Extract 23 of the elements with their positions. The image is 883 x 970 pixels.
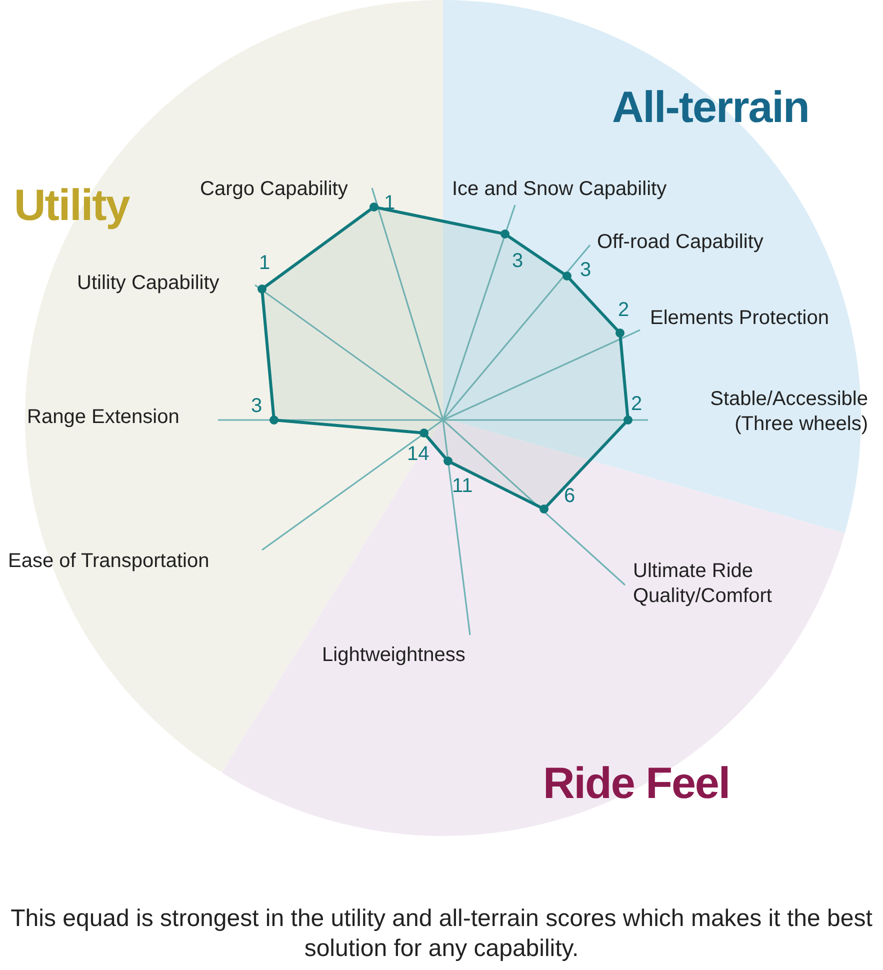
axis-label: Cargo Capability — [200, 177, 348, 202]
value-label: 11 — [452, 476, 473, 496]
value-label: 6 — [564, 486, 576, 506]
value-label: 3 — [251, 396, 262, 416]
axis-label: Ease of Transportation — [8, 549, 210, 574]
axis-label: Utility Capability — [77, 271, 220, 296]
sector-title: Ride Feel — [543, 762, 730, 806]
caption: This equad is strongest in the utility and all-terrain scores which makes it the best solution for any capability. — [10, 904, 873, 964]
value-label: 3 — [512, 251, 524, 271]
axis-label: Lightweightness — [322, 643, 466, 668]
value-label: 3 — [580, 260, 592, 280]
axis-label: Stable/Accessible (Three wheels) — [709, 387, 868, 437]
axis-label: Ice and Snow Capability — [452, 177, 667, 202]
axis-label: Range Extension — [27, 405, 180, 430]
sector-title: All-terrain — [612, 86, 809, 130]
axis-label: Elements Protection — [650, 306, 829, 331]
value-label: 14 — [407, 444, 430, 464]
value-label: 1 — [259, 253, 270, 273]
axis-label: Off-road Capability — [597, 230, 764, 255]
value-label: 2 — [631, 394, 642, 414]
sector-title: Utility — [14, 184, 130, 228]
value-label: 2 — [618, 300, 630, 320]
axis-label: Ultimate Ride Quality/Comfort — [633, 559, 773, 609]
